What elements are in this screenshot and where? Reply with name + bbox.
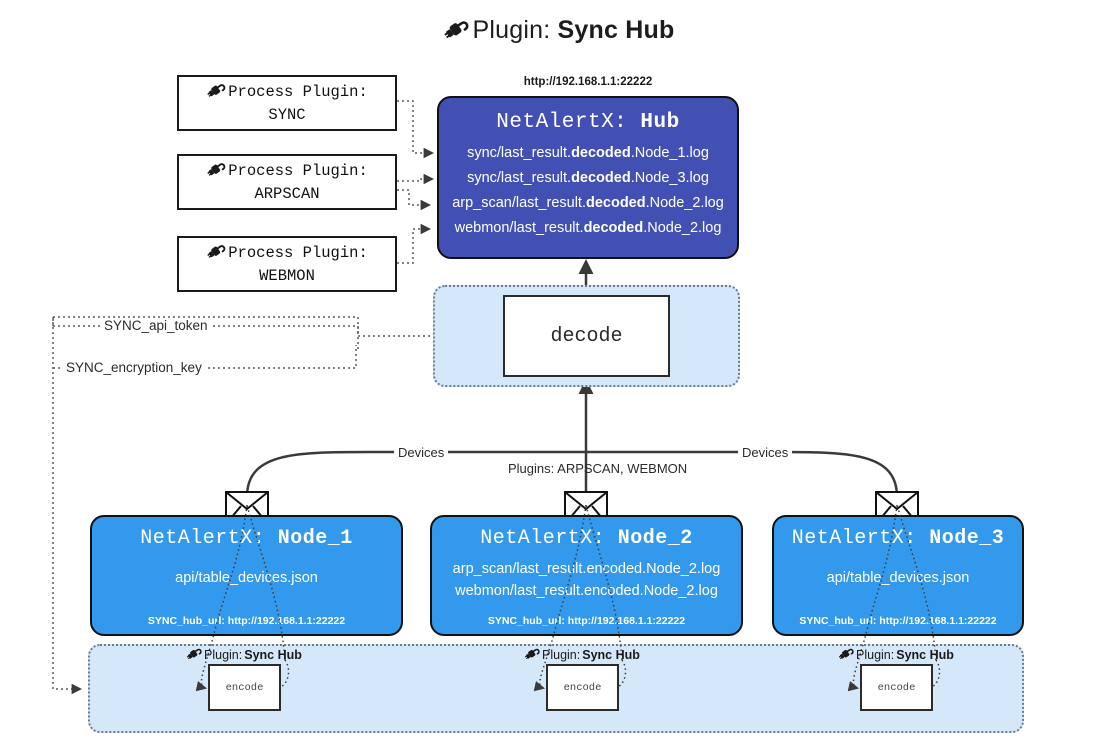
sync-encryption-key-label: SYNC_encryption_key [62,360,206,375]
encode-box-1[interactable]: encode [208,664,281,711]
process-plugin-line1: Process Plugin: [228,83,368,102]
process-plugin-line1: Process Plugin: [228,162,368,181]
node-title-prefix: NetAlertX: [791,527,917,550]
process-plugin-box-webmon[interactable]: Process Plugin: WEBMON [177,236,397,292]
plug-icon [524,646,540,664]
node-title: NetAlertX: Node_2 [432,527,741,550]
plug-icon [838,646,854,664]
page-title: Plugin: Sync Hub [0,16,1117,48]
hub-log-line: sync/last_result.decoded.Node_1.log [467,145,709,161]
hub-title: NetAlertX: Hub [439,111,737,134]
encode-caption-name: Sync Hub [896,648,954,662]
node-title-prefix: NetAlertX: [480,527,606,550]
page-title-name: Sync Hub [557,16,675,44]
node-line: arp_scan/last_result.encoded.Node_2.log [452,561,721,577]
edge-label-devices-left: Devices [394,445,449,460]
plug-icon [206,160,226,185]
node-line: api/table_devices.json [826,570,970,586]
node-hub-url: SYNC_hub_url: http://192.168.1.1:22222 [147,615,346,627]
node-title: NetAlertX: Node_1 [92,527,401,550]
decode-box[interactable]: decode [503,295,670,377]
node-box-node-3[interactable]: NetAlertX: Node_3 api/table_devices.json… [772,515,1024,636]
process-plugin-name: SYNC [268,105,306,124]
node-line: webmon/last_result.encoded.Node_2.log [455,583,718,600]
encode-caption-prefix: Plugin: [856,648,895,662]
hub-log-list: sync/last_result.decoded.Node_1.log sync… [439,141,737,241]
process-plugin-box-arpscan[interactable]: Process Plugin: ARPSCAN [177,154,397,210]
process-plugin-line1: Process Plugin: [228,244,368,263]
process-plugin-name: WEBMON [259,266,315,285]
edge-label-plugins-center: Plugins: ARPSCAN, WEBMON [508,461,688,476]
node-title-name: Node_3 [929,527,1005,550]
sync-api-token-label: SYNC_api_token [100,318,212,333]
encode-caption-name: Sync Hub [244,648,302,662]
process-plugin-box-sync[interactable]: Process Plugin: SYNC [177,75,397,131]
node-hub-url: SYNC_hub_url: http://192.168.1.1:22222 [799,615,997,627]
plug-icon [186,646,202,664]
node-line: api/table_devices.json [175,570,318,586]
plug-icon [206,242,226,267]
encode-caption-name: Sync Hub [582,648,640,662]
encode-box-2[interactable]: encode [546,664,619,711]
node-title-name: Node_2 [617,527,693,550]
encode-caption-1: Plugin: Sync Hub [186,646,302,664]
hub-log-line: arp_scan/last_result.decoded.Node_2.log [452,194,724,211]
hub-title-name: Hub [640,111,680,134]
encode-caption-prefix: Plugin: [204,648,243,662]
node-title: NetAlertX: Node_3 [774,527,1022,550]
encode-box-3[interactable]: encode [860,664,933,711]
node-box-node-2[interactable]: NetAlertX: Node_2 arp_scan/last_result.e… [430,515,743,636]
process-plugin-name: ARPSCAN [254,184,320,203]
encode-caption-prefix: Plugin: [542,648,581,662]
edge-label-devices-right: Devices [738,445,793,460]
node-title-name: Node_1 [277,527,353,550]
page-title-prefix: Plugin: [472,16,551,44]
hub-title-prefix: NetAlertX: [496,111,628,134]
hub-log-line: sync/last_result.decoded.Node_3.log [467,169,709,186]
encode-caption-2: Plugin: Sync Hub [524,646,640,664]
plug-icon [206,81,226,106]
plug-icon [443,17,469,48]
hub-node-box[interactable]: NetAlertX: Hub sync/last_result.decoded.… [437,96,739,259]
node-hub-url: SYNC_hub_url: http://192.168.1.1:22222 [487,615,686,627]
hub-url-label: http://192.168.1.1:22222 [523,76,653,88]
hub-log-line: webmon/last_result.decoded.Node_2.log [454,219,722,236]
encode-caption-3: Plugin: Sync Hub [838,646,954,664]
node-box-node-1[interactable]: NetAlertX: Node_1 api/table_devices.json… [90,515,403,636]
node-title-prefix: NetAlertX: [140,527,266,550]
